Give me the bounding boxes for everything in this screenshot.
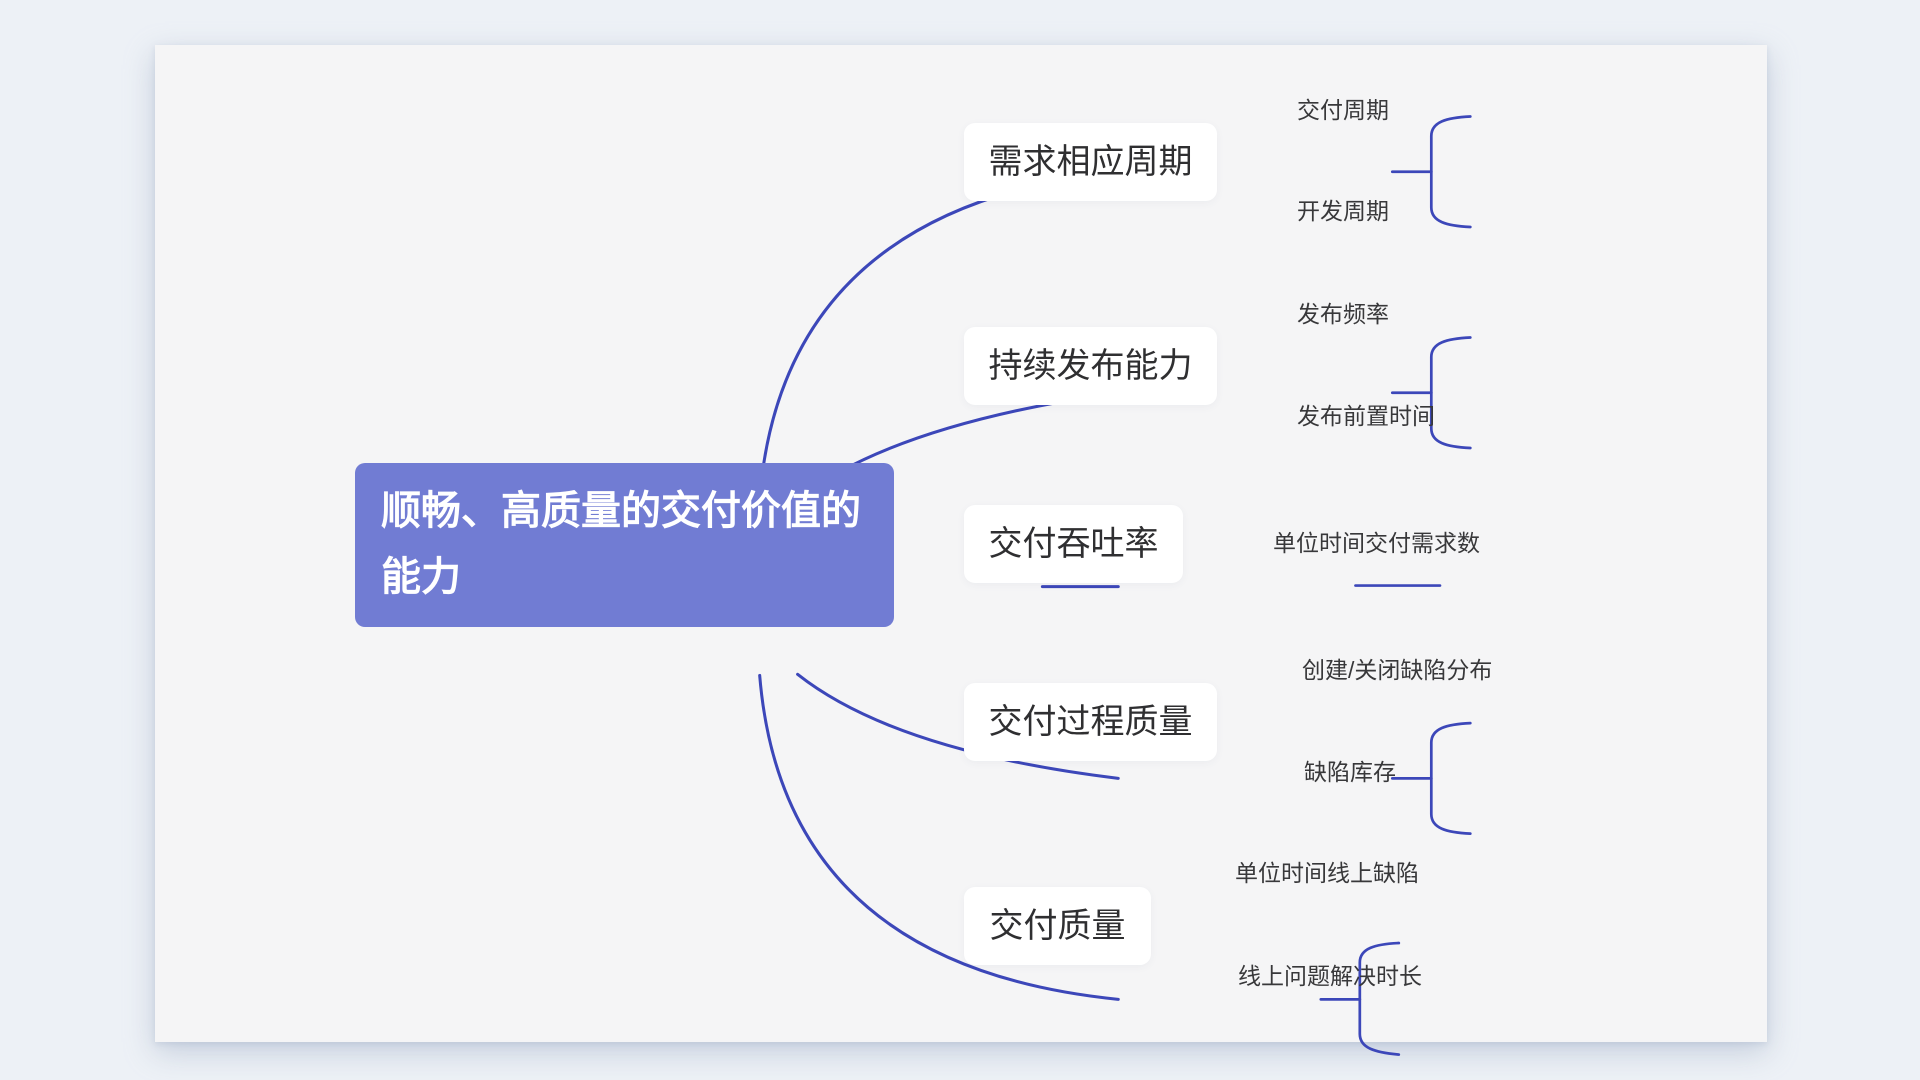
leaf-node-0-0[interactable]: 交付周期 xyxy=(1297,96,1389,123)
branch-node-0[interactable]: 需求相应周期 xyxy=(964,123,1217,201)
leaf-node-1-0[interactable]: 发布频率 xyxy=(1297,300,1389,327)
connector-branch-3-bracket xyxy=(1429,721,1472,835)
connector-branch-4-bracket xyxy=(1358,941,1401,1056)
leaf-node-3-0[interactable]: 创建/关闭缺陷分布 xyxy=(1302,656,1493,683)
leaf-node-0-1[interactable]: 开发周期 xyxy=(1297,197,1389,224)
leaf-node-2-0[interactable]: 单位时间交付需求数 xyxy=(1273,529,1480,556)
connector-branch-0-bracket xyxy=(1429,115,1472,229)
leaf-node-4-1[interactable]: 线上问题解决时长 xyxy=(1238,962,1422,989)
leaf-node-4-0[interactable]: 单位时间线上缺陷 xyxy=(1235,859,1419,886)
leaf-node-3-1[interactable]: 缺陷库存 xyxy=(1304,758,1396,785)
connector-branch-1-bracket xyxy=(1429,336,1472,450)
branch-node-2[interactable]: 交付吞吐率 xyxy=(964,505,1183,583)
branch-node-3[interactable]: 交付过程质量 xyxy=(964,683,1217,761)
branch-node-1[interactable]: 持续发布能力 xyxy=(964,327,1217,405)
root-node[interactable]: 顺畅、高质量的交付价值的能力 xyxy=(355,463,894,627)
leaf-node-1-1[interactable]: 发布前置时间 xyxy=(1297,402,1435,429)
mindmap-canvas[interactable]: 顺畅、高质量的交付价值的能力 需求相应周期 持续发布能力 交付吞吐率 交付过程质… xyxy=(155,45,1767,1056)
branch-node-4[interactable]: 交付质量 xyxy=(964,887,1151,965)
